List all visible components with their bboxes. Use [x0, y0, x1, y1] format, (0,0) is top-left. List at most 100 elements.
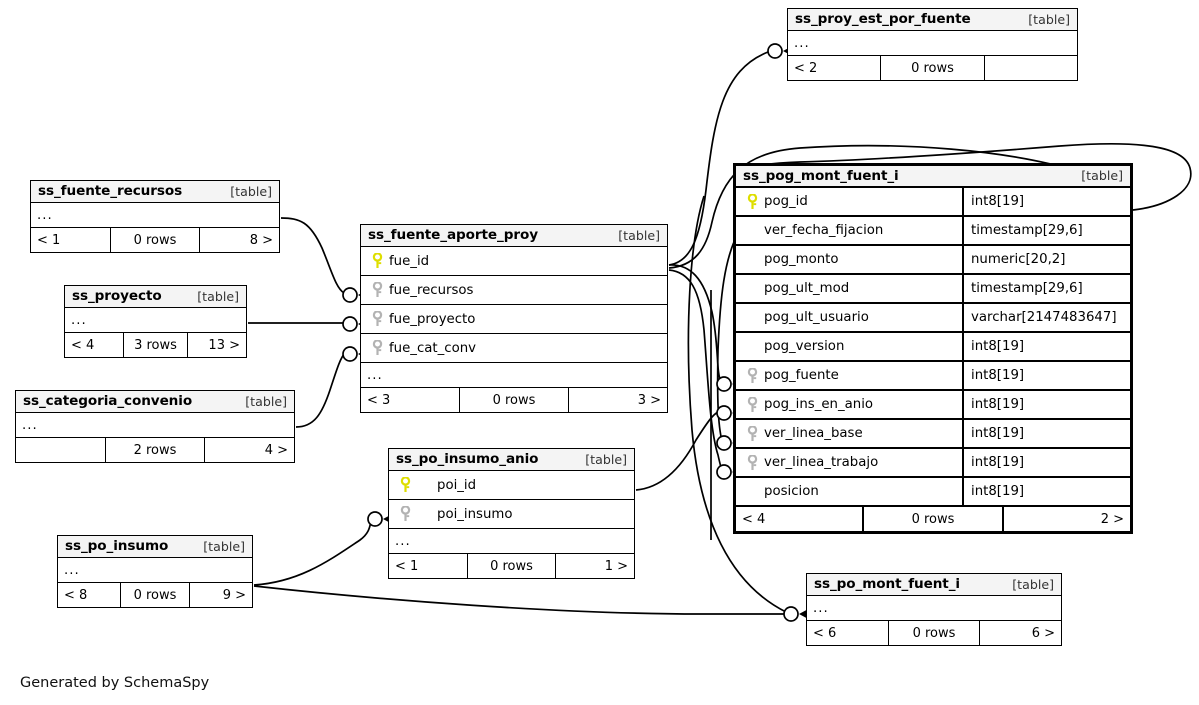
footer-outgoing-count[interactable]: 8 >	[249, 232, 273, 248]
table-name: ss_proy_est_por_fuente	[795, 11, 971, 27]
footer-incoming-count[interactable]	[16, 438, 105, 462]
footer-outgoing-count[interactable]: 6 >	[1031, 625, 1055, 641]
column-name-cell: pog_ult_mod	[736, 281, 962, 296]
table-more-columns-ellipsis[interactable]: ...	[16, 413, 294, 438]
footer-row-count: 0 rows	[110, 228, 200, 252]
column-name-cell: pog_id	[736, 193, 962, 210]
footer-incoming-count[interactable]: < 1	[395, 558, 419, 574]
table-more-columns-ellipsis[interactable]: ...	[788, 31, 1077, 56]
column-label: pog_ult_usuario	[764, 310, 869, 325]
column-name-cell: pog_ins_en_anio	[736, 396, 962, 413]
footer-outgoing-count[interactable]	[985, 56, 1077, 80]
table-type-tag: [table]	[1028, 11, 1070, 27]
footer-incoming-count[interactable]: < 3	[367, 392, 391, 408]
column-label: fue_proyecto	[389, 311, 476, 327]
table-more-columns-ellipsis[interactable]: ...	[807, 596, 1061, 621]
table-header-ss_po_insumo_anio: ss_po_insumo_anio [table]	[389, 449, 634, 471]
table-more-columns-ellipsis[interactable]: ...	[31, 203, 279, 228]
circle-zero-marker	[767, 43, 783, 59]
table-row[interactable]: fue_id	[361, 247, 667, 276]
table-type-tag: [table]	[585, 451, 627, 467]
footer-outgoing-count[interactable]: 2 >	[1100, 511, 1124, 527]
footer-outgoing-count[interactable]: 9 >	[222, 587, 246, 603]
table-name: ss_po_insumo_anio	[396, 451, 539, 467]
table-card-ss_po_insumo_anio[interactable]: ss_po_insumo_anio [table] poi_id poi_insumo…	[388, 448, 635, 579]
column-type: numeric[20,2]	[962, 246, 1130, 273]
table-row[interactable]: fue_proyecto	[361, 305, 667, 334]
table-row[interactable]: poi_id	[389, 471, 634, 500]
table-name: ss_fuente_aporte_proy	[368, 227, 538, 243]
key-icon-primary	[747, 193, 757, 209]
table-name: ss_proyecto	[72, 288, 162, 304]
key-icon-primary	[372, 253, 382, 268]
footer-incoming-count[interactable]: < 6	[813, 625, 837, 641]
table-name: ss_po_insumo	[65, 538, 169, 554]
footer-outgoing-count[interactable]: 3 >	[637, 392, 661, 408]
edge-categoria-convenio	[295, 352, 346, 428]
column-key-slot	[742, 396, 762, 413]
footer-outgoing-count[interactable]: 1 >	[604, 558, 628, 574]
generated-by-credit: Generated by SchemaSpy	[20, 675, 210, 691]
column-type: int8[19]	[962, 478, 1130, 505]
key-icon-foreign	[747, 367, 757, 383]
table-header-ss_fuente_aporte_proy: ss_fuente_aporte_proy [table]	[361, 225, 667, 247]
edge-po-insumo-to-anio	[253, 518, 375, 586]
footer-outgoing-count[interactable]: 4 >	[264, 442, 288, 458]
footer-incoming-count[interactable]: < 2	[794, 60, 818, 76]
footer-outgoing-count[interactable]: 13 >	[208, 337, 240, 353]
table-more-columns-ellipsis[interactable]: ...	[58, 558, 252, 583]
column-key-slot	[742, 454, 762, 471]
table-type-tag: [table]	[618, 227, 660, 243]
table-more-columns-ellipsis[interactable]: ...	[361, 363, 667, 388]
table-type-tag: [table]	[197, 288, 239, 304]
column-name-cell: poi_insumo	[389, 506, 634, 522]
circle-zero-marker	[342, 287, 358, 303]
footer-incoming-count[interactable]: < 1	[37, 232, 61, 248]
column-type: int8[19]	[962, 333, 1130, 360]
key-icon-foreign	[372, 282, 382, 297]
table-header-ss_proyecto: ss_proyecto [table]	[65, 286, 246, 308]
table-more-columns-ellipsis[interactable]: ...	[65, 308, 246, 333]
column-label: fue_id	[389, 253, 430, 269]
column-key-slot	[395, 477, 415, 493]
table-row[interactable]: poi_insumo	[389, 500, 634, 529]
table-name: ss_po_mont_fuent_i	[814, 576, 960, 592]
table-card-ss_fuente_aporte_proy[interactable]: ss_fuente_aporte_proy [table] fue_id fue_re…	[360, 224, 668, 413]
footer-incoming-count[interactable]: < 4	[742, 511, 766, 527]
table-card-ss_fuente_recursos[interactable]: ss_fuente_recursos[table]... < 1 0 rows 8 >	[30, 180, 280, 253]
table-header-ss_fuente_recursos: ss_fuente_recursos[table]	[31, 181, 279, 203]
table-more-columns-ellipsis[interactable]: ...	[389, 529, 634, 554]
column-key-slot	[395, 506, 415, 522]
table-header-ss_proy_est_por_fuente: ss_proy_est_por_fuente [table]	[788, 9, 1077, 31]
table-row[interactable]: fue_cat_conv	[361, 334, 667, 363]
column-label: pog_id	[764, 194, 808, 209]
column-type: timestamp[29,6]	[962, 217, 1130, 244]
table-row[interactable]: fue_recursos	[361, 276, 667, 305]
footer-incoming-count[interactable]: < 4	[71, 337, 95, 353]
footer-incoming-count[interactable]: < 8	[64, 587, 88, 603]
column-name-cell: fue_cat_conv	[361, 340, 667, 356]
